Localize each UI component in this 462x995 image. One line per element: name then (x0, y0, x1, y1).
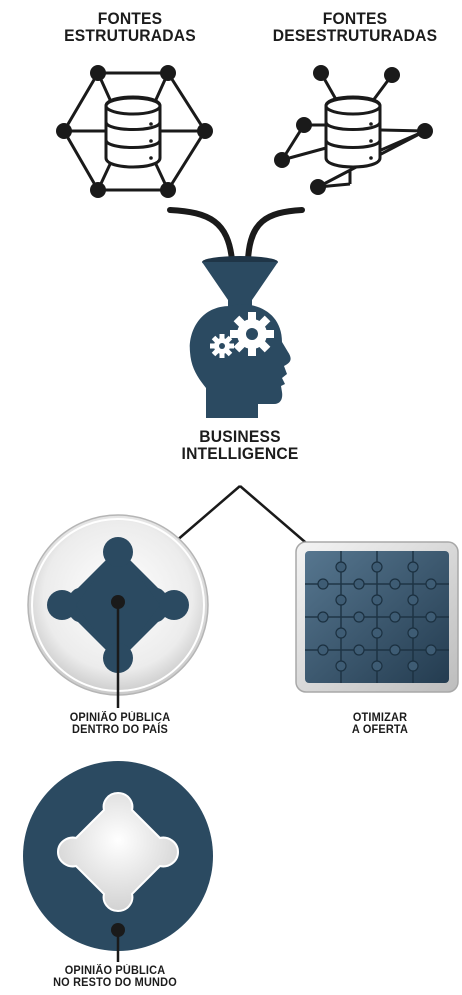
world-line-1: OPINIÃO PÚBLICA (64, 965, 166, 977)
scattered-nodes (274, 65, 433, 195)
offer-line-2: A OFERTA (351, 723, 409, 736)
input-pipes (167, 207, 305, 263)
domestic-opinion-disc (27, 514, 209, 708)
unstructured-line-1: FONTES (322, 9, 388, 28)
offer-line-1: OTIMIZAR (352, 712, 408, 724)
gears-icon (210, 312, 274, 358)
structured-sources-label: FONTES ESTRUTURADAS (56, 10, 203, 44)
world-opinion-disc (23, 761, 213, 962)
domestic-line-2: DENTRO DO PAÍS (72, 723, 168, 736)
domestic-line-1: OPINIÃO PÚBLICA (69, 712, 171, 724)
hexagon-nodes (56, 65, 213, 198)
bi-line-1: BUSINESS (199, 427, 281, 446)
business-intelligence-label: BUSINESS INTELLIGENCE (157, 428, 323, 462)
unstructured-sources-label: FONTES DESESTRUTURADAS (263, 10, 447, 44)
optimize-offer-label: OTIMIZAR A OFERTA (314, 712, 447, 736)
world-opinion-label: OPINIÃO PÚBLICA NO RESTO DO MUNDO (30, 965, 201, 989)
world-shape-icon (56, 791, 180, 913)
puzzle-icon (295, 541, 459, 693)
unstructured-line-2: DESESTRUTURADAS (272, 26, 438, 45)
domestic-opinion-label: OPINIÃO PÚBLICA DENTRO DO PAÍS (44, 712, 196, 736)
database-icon (104, 95, 162, 169)
structured-line-2: ESTRUTURADAS (64, 26, 196, 45)
database-icon (324, 95, 382, 169)
branch-lines (167, 485, 313, 549)
world-line-2: NO RESTO DO MUNDO (53, 976, 177, 989)
bi-line-2: INTELLIGENCE (181, 444, 299, 463)
structured-line-1: FONTES (97, 9, 163, 28)
